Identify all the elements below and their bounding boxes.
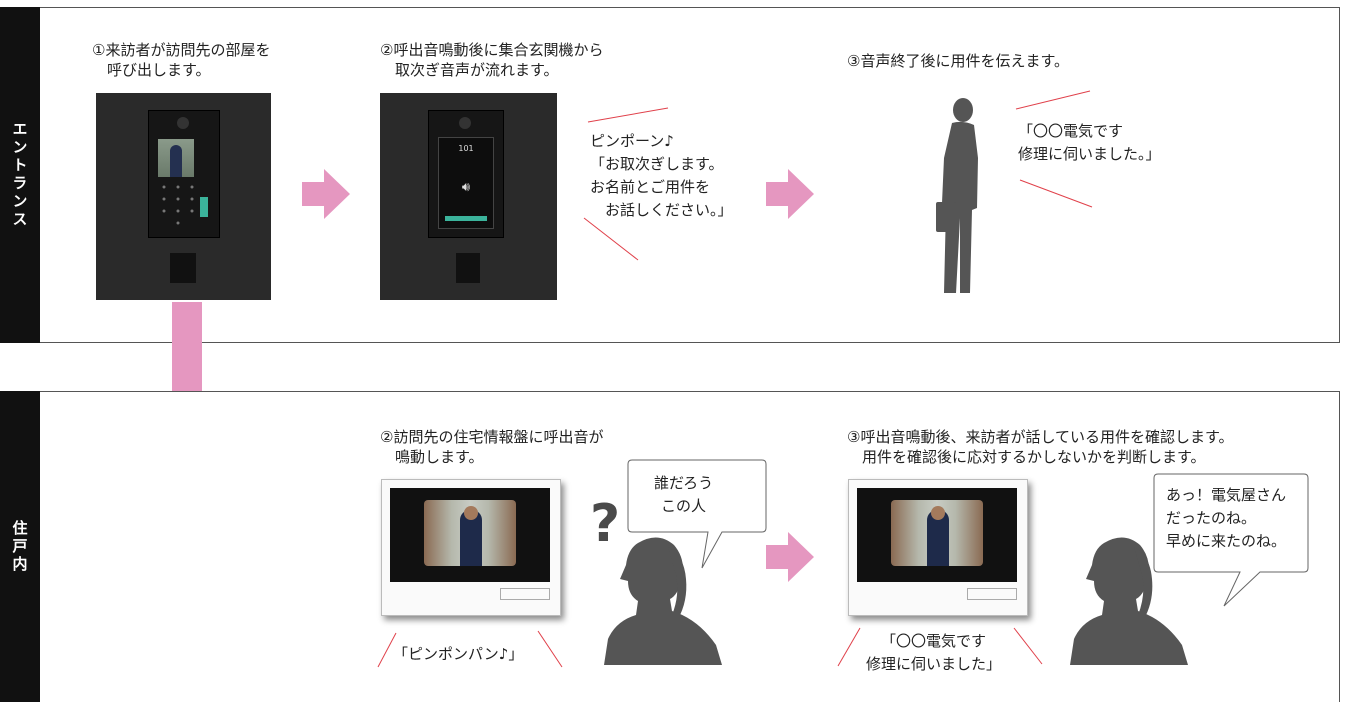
visitor-silhouette — [936, 98, 978, 293]
entrance-label: エントランス — [10, 121, 29, 229]
entrance-side-label: エントランス — [0, 7, 40, 343]
bubble2-text: あっ！電気屋さん だったのね。 早めに来たのね。 — [1166, 486, 1287, 550]
speech-bubble-1 — [627, 459, 767, 569]
monitor-screen — [390, 488, 550, 582]
camera-lens — [459, 117, 471, 129]
camera-lens — [177, 117, 189, 129]
entrance-panel-speech: ピンポーン♪ 「お取次ぎします。 お名前とご用件を お話しください。」 — [590, 132, 733, 219]
speech-accent-lines-2 — [1015, 90, 1093, 208]
entrance-unit-keypad — [96, 93, 271, 300]
monitor2-text: 「〇〇電気です 修理に伺いました」 — [866, 632, 1002, 673]
right-arrow-3 — [766, 532, 814, 582]
chime-accent-lines — [377, 630, 563, 668]
speech-bubble-2 — [1153, 473, 1309, 607]
visitor-face — [464, 506, 478, 520]
indoor-side-label: 住戸内 — [0, 391, 40, 702]
indoor-label: 住戸内 — [10, 519, 29, 574]
indoor-step3: ③呼出音鳴動後、来訪者が話している用件を確認します。 用件を確認後に応対するかし… — [847, 428, 1234, 466]
indoor-step2: ②訪問先の住宅情報盤に呼出音が 鳴動します。 — [380, 428, 604, 466]
bubble1-text: 誰だろう この人 — [654, 474, 714, 515]
card-reader — [170, 253, 196, 283]
visitor-figure — [927, 510, 949, 566]
screen-status-bar — [445, 216, 487, 221]
indoor-monitor-1 — [381, 479, 561, 616]
keypad — [162, 185, 208, 225]
visitor-speech: 「〇〇電気です 修理に伺いました。」 — [1018, 122, 1161, 163]
entrance-step3: ③音声終了後に用件を伝えます。 — [847, 52, 1069, 70]
indoor-monitor-2 — [848, 479, 1028, 616]
entrance-unit-screen: 101 🔊︎ — [380, 93, 557, 300]
monitor-screen — [857, 488, 1017, 582]
right-arrow-1 — [302, 169, 350, 219]
monitor-buttons — [500, 588, 550, 600]
monitor2-accent-lines — [837, 627, 1043, 667]
monitor-buttons — [967, 588, 1017, 600]
chime-text: 「ピンポンパン♪」 — [393, 645, 524, 663]
visitor-video-thumbnail — [158, 139, 194, 177]
right-arrow-2 — [766, 169, 814, 219]
resident-silhouette-1 — [604, 537, 722, 665]
panel-screen: 101 🔊︎ — [438, 137, 494, 229]
speech-accent-lines-1 — [583, 107, 669, 261]
resident-silhouette-2 — [1070, 537, 1188, 665]
visitor-video — [424, 500, 516, 566]
speaker-icon: 🔊︎ — [461, 180, 471, 195]
visitor-figure — [460, 510, 482, 566]
question-mark: ? — [590, 494, 621, 554]
entrance-step1: ①来訪者が訪問先の部屋を 呼び出します。 — [92, 41, 271, 79]
entrance-step2: ②呼出音鳴動後に集合玄関機から 取次ぎ音声が流れます。 — [380, 41, 604, 79]
visitor-face — [931, 506, 945, 520]
visitor-video — [891, 500, 983, 566]
visitor-figure — [170, 145, 182, 177]
card-reader — [456, 253, 480, 283]
screen-room-number: 101 — [458, 144, 474, 153]
